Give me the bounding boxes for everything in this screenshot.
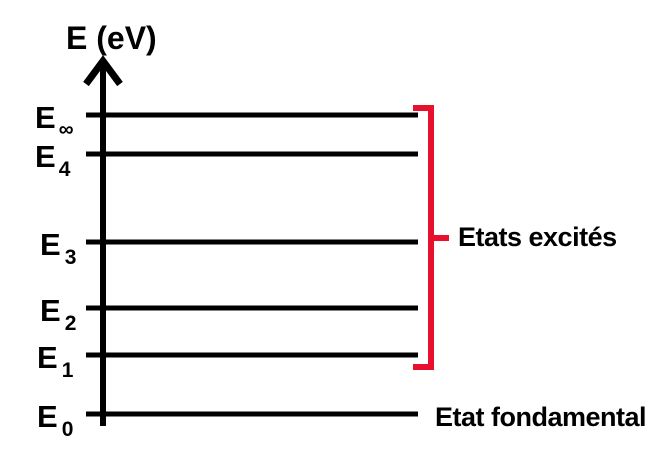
excited-states-bracket (413, 105, 449, 370)
ground-state-label: Etat fondamental (435, 402, 646, 432)
axis-arrowhead-icon (83, 55, 123, 87)
level-label-E-infinity: E∞ (35, 100, 74, 141)
energy-axis: E (eV) (66, 20, 157, 426)
axis-label: E (eV) (66, 20, 157, 56)
level-E-infinity: E∞ (35, 100, 418, 141)
bracket-icon (413, 105, 434, 370)
excited-states-label: Etats excités (458, 222, 617, 252)
